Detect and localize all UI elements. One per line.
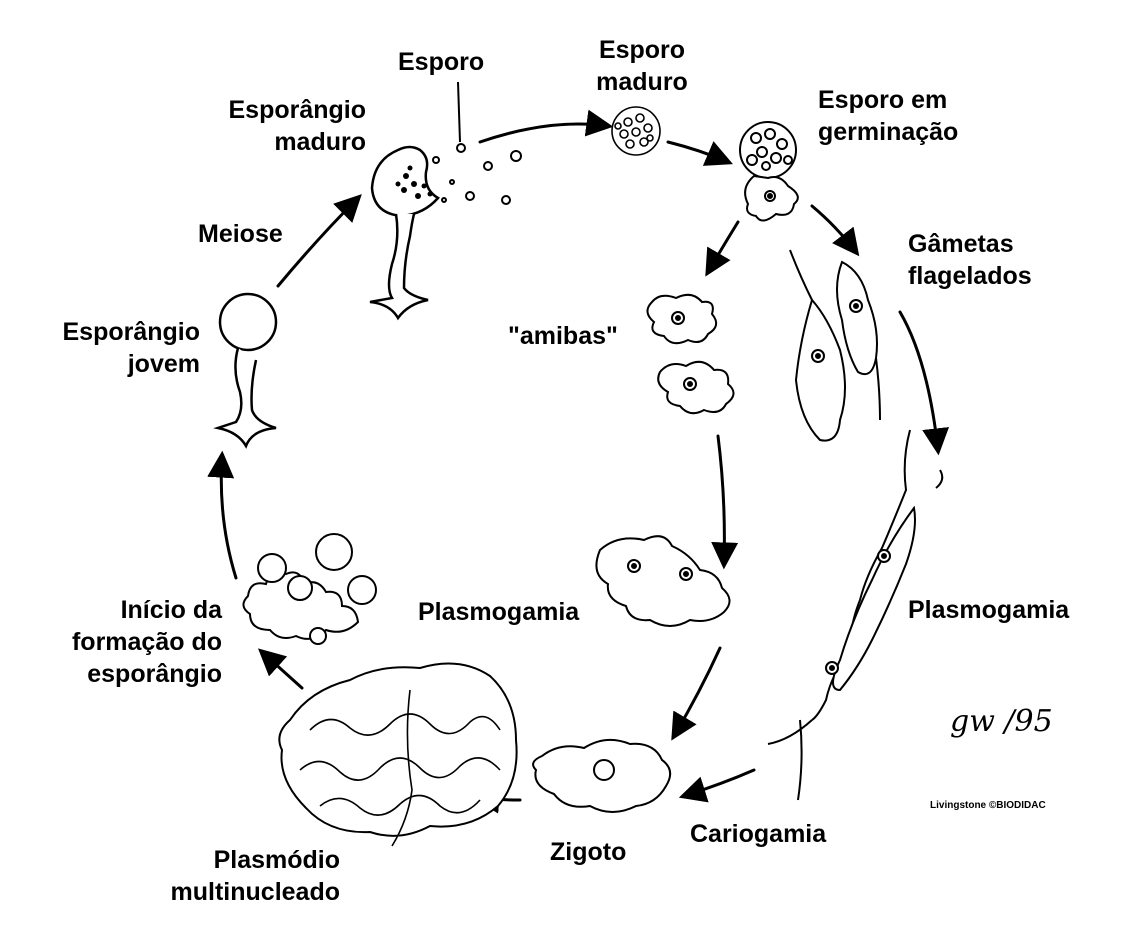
label-esporo-germinacao-line2: germinação — [818, 118, 959, 146]
label-inicio-line3: esporângio — [87, 660, 222, 688]
artist-signature: gw /95 — [950, 704, 1053, 739]
arrow-gametes-down — [898, 310, 950, 456]
mature-spore — [611, 106, 661, 156]
arrow-to-amoebae — [705, 220, 740, 277]
label-esporo-maduro-line2: maduro — [596, 68, 688, 96]
amoebae — [646, 293, 735, 415]
arrow-up-left — [207, 450, 238, 580]
label-plasmodio-line1: Plasmódio — [213, 846, 340, 874]
label-esporangio-jovem-line1: Esporângio — [62, 318, 200, 346]
label-inicio-line1: Início da — [120, 596, 222, 624]
arrow-to-zygote — [671, 646, 722, 741]
label-gametas-line1: Gâmetas — [908, 230, 1014, 258]
young-sporangium — [213, 292, 278, 449]
arrow-to-germination — [666, 140, 733, 166]
label-zigoto: Zigoto — [550, 838, 627, 866]
label-esporo-maduro-line1: Esporo — [598, 36, 686, 64]
released-spores — [432, 143, 522, 205]
label-gametas-flagelados: Gâmetas flagelados — [908, 228, 1032, 292]
label-cariogamia: Cariogamia — [690, 820, 827, 848]
arrow-spore-release — [478, 109, 614, 144]
multinucleate-plasmodium — [278, 662, 518, 847]
label-esporangio-jovem-line2: jovem — [127, 350, 200, 378]
label-esporangio-jovem: Esporângio jovem — [30, 316, 200, 380]
arrow-to-gametes — [810, 204, 860, 257]
mature-sporangium — [369, 145, 440, 321]
label-gametas-line2: flagelados — [908, 262, 1032, 290]
label-plasmodio-line2: multinucleado — [170, 878, 340, 906]
label-plasmogamia-center: Plasmogamia — [418, 598, 580, 626]
label-plasmodio: Plasmódio multinucleado — [140, 844, 340, 908]
arrow-amoebae-down — [711, 434, 739, 570]
label-esporangio-maduro: Esporângio maduro — [196, 94, 366, 158]
flagellated-gametes — [789, 249, 881, 442]
fusing-gametes — [767, 429, 944, 801]
label-plasmogamia-right: Plasmogamia — [908, 596, 1070, 624]
zygote — [532, 738, 672, 813]
plasmogamy-cells — [595, 535, 731, 627]
spore-pointer-line — [457, 81, 461, 143]
label-esporo-germinacao: Esporo em germinação — [818, 84, 958, 148]
arrow-meiose — [276, 194, 362, 288]
cycle-arrows — [207, 109, 950, 814]
label-esporangio-maduro-line1: Esporângio — [228, 96, 366, 124]
credit-text: Livingstone ©BIODIDAC — [930, 800, 1046, 811]
label-esporangio-maduro-line2: maduro — [274, 128, 366, 156]
label-meiose: Meiose — [198, 220, 283, 248]
label-amibas: "amibas" — [508, 322, 618, 350]
label-esporo-maduro: Esporo maduro — [582, 34, 702, 98]
label-inicio-line2: formação do — [71, 628, 222, 656]
label-esporo: Esporo — [398, 48, 485, 76]
arrow-to-sporangium-start — [257, 648, 304, 690]
arrow-karyogamy — [678, 768, 756, 803]
sporangium-formation — [242, 533, 377, 645]
label-esporo-germinacao-line1: Esporo em — [818, 86, 948, 114]
germinating-spore — [739, 121, 799, 222]
label-inicio-formacao: Início da formação do esporângio — [30, 594, 222, 690]
